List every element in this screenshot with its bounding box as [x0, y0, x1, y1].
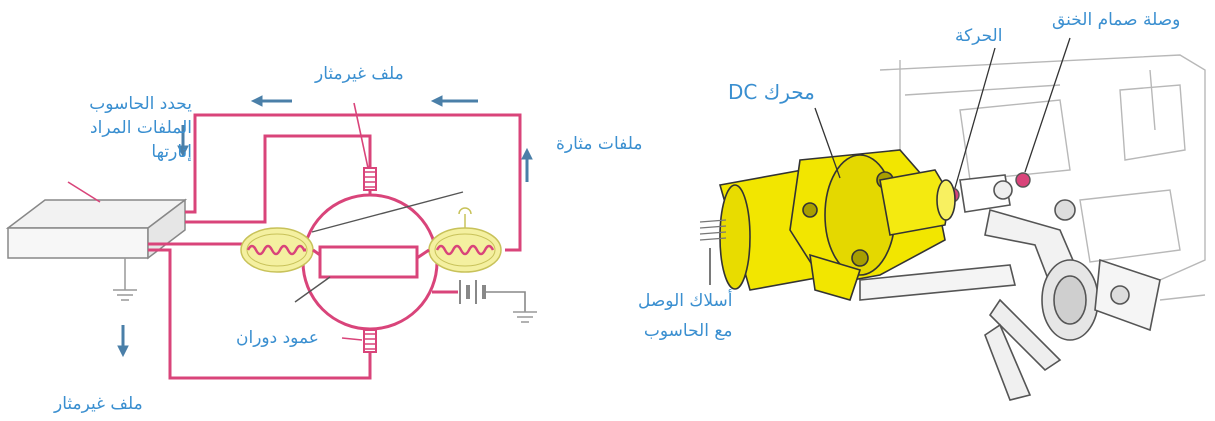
bottom-coil — [363, 328, 377, 353]
motion-joint — [944, 187, 960, 203]
wires-label-line-1: أسلاك الوصل — [638, 291, 733, 311]
wires-label: أسلاك الوصل مع الحاسوب — [638, 286, 733, 346]
right-pointer-lines — [709, 37, 1071, 285]
motor-wires — [699, 219, 727, 241]
left-excited-coil — [240, 227, 314, 273]
bottom-coil-label: ملف غيرمثار — [54, 394, 143, 414]
stepper-motor-schematic — [5, 95, 537, 380]
ground-symbol-right — [513, 311, 537, 323]
top-coil-label: ملف غيرمثار — [315, 64, 404, 84]
throttle-link-label: وصلة صمام الخنق — [1052, 10, 1181, 30]
circuit-wires — [148, 113, 522, 380]
shaft-label: عمود دوران — [236, 328, 319, 348]
top-coil — [363, 167, 377, 196]
computer-label-line-3: إثارتها — [151, 142, 192, 162]
dc-motor-label: محرك DC — [728, 80, 815, 104]
right-excited-coil — [428, 207, 502, 273]
wires-label-line-2: مع الحاسوب — [643, 321, 733, 341]
computer-label: يحدد الحاسوب الملفات المراد إثارتها — [22, 92, 192, 164]
computer-label-line-1: يحدد الحاسوب — [89, 94, 192, 114]
dc-motor — [718, 149, 956, 301]
engine-outline — [879, 54, 1206, 301]
throttle-link-joint — [1015, 172, 1031, 188]
motion-label: الحركة — [955, 26, 1003, 46]
excited-coils-label: ملفات مثارة — [556, 134, 643, 154]
battery-symbol — [432, 280, 526, 312]
linkage-mechanism — [859, 174, 1161, 401]
computer-label-line-2: الملفات المراد — [90, 118, 192, 138]
current-arrows — [117, 95, 533, 358]
rotor-shaft — [318, 245, 419, 279]
ground-symbol-left — [113, 258, 137, 301]
